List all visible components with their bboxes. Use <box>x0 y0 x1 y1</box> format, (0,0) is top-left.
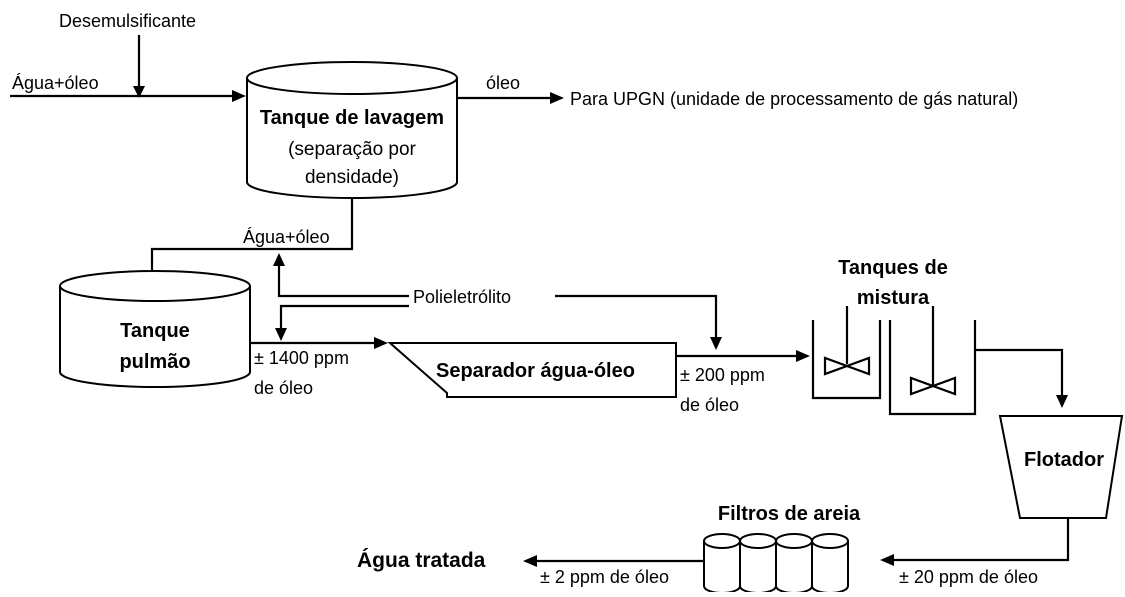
ppm1400-label-2: de óleo <box>254 378 313 398</box>
desemulsificante-label: Desemulsificante <box>59 11 196 31</box>
oleo-output-label: óleo <box>486 73 520 93</box>
para-upgn-label: Para UPGN (unidade de processamento de g… <box>570 89 1018 109</box>
desemulsificante-arrow <box>133 35 145 98</box>
ppm200-label-2: de óleo <box>680 395 739 415</box>
mistura-to-flotador-arrow <box>975 348 1068 408</box>
ppm200-label-1: ± 200 ppm <box>680 365 765 385</box>
polieletrolito-label: Polieletrólito <box>413 287 511 307</box>
flotador-title: Flotador <box>1024 449 1104 471</box>
agitator-1-icon <box>823 356 871 376</box>
ppm2-label: ± 2 ppm de óleo <box>540 567 669 587</box>
filtro-4 <box>811 533 849 594</box>
polieletrolito-to-pulmao-line <box>275 304 409 341</box>
tanque-lavagem-title: Tanque de lavagem <box>260 107 444 129</box>
filtros-de-areia <box>703 533 849 594</box>
agitator-2-icon <box>909 376 957 396</box>
filtro-2 <box>739 533 777 594</box>
tanque-pulmao-title-1: Tanque <box>120 320 190 342</box>
agua-oleo-input-arrow <box>10 90 246 102</box>
tanques-mistura-title-1: Tanques de <box>838 257 948 279</box>
polieletrolito-to-mistura-line <box>555 294 722 350</box>
separador-to-mistura-arrow <box>676 350 810 362</box>
agua-oleo-input-label: Água+óleo <box>12 73 99 93</box>
agua-oleo-mid-label: Água+óleo <box>243 227 330 247</box>
polieletrolito-to-lavagem-line <box>273 253 409 298</box>
separador-title: Separador água-óleo <box>436 360 635 382</box>
filtro-1 <box>703 533 741 594</box>
filtro-3 <box>775 533 813 594</box>
tanque-mistura-2 <box>888 306 977 416</box>
flotador-to-filtros-arrow <box>880 518 1070 566</box>
filtros-to-agua-tratada-arrow <box>523 555 703 567</box>
tanque-mistura-1 <box>811 306 882 400</box>
tanque-pulmao <box>59 270 251 388</box>
separador-agua-oleo <box>387 342 677 398</box>
flotador <box>998 415 1124 519</box>
tanque-de-lavagem <box>246 61 458 199</box>
tanque-lavagem-subtitle-1: (separação por <box>288 139 416 160</box>
filtros-areia-title: Filtros de areia <box>718 503 861 525</box>
pulmao-to-separador-arrow <box>250 337 388 349</box>
ppm20-label: ± 20 ppm de óleo <box>899 567 1038 587</box>
ppm1400-label-1: ± 1400 ppm <box>254 348 349 368</box>
tanque-pulmao-title-2: pulmão <box>119 351 190 373</box>
oleo-output-arrow <box>457 92 564 104</box>
agua-tratada-label: Água tratada <box>357 549 486 572</box>
tanque-lavagem-subtitle-2: densidade) <box>305 167 399 188</box>
tanques-mistura-title-2: mistura <box>857 287 930 309</box>
